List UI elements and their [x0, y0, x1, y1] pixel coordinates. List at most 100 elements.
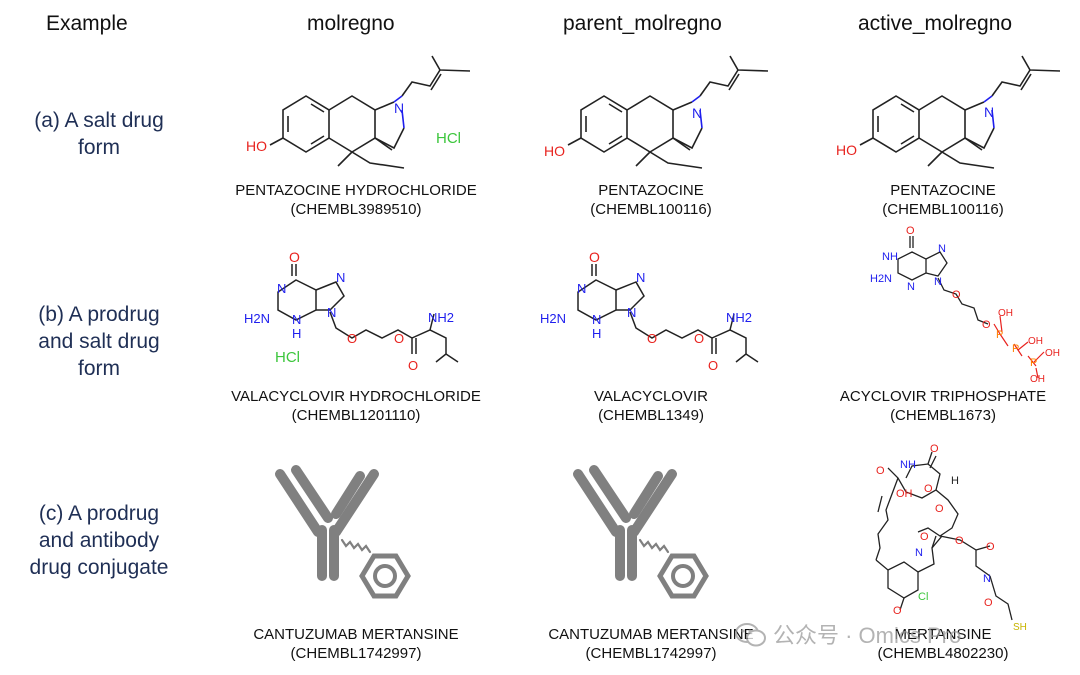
atom-o: O — [920, 531, 929, 543]
caption-mertansine: MERTANSINE (CHEMBL4802230) — [793, 625, 1080, 663]
atom-o: O — [708, 358, 718, 373]
atom-o: O — [289, 249, 300, 265]
compound-name: CANTUZUMAB MERTANSINE — [253, 626, 459, 643]
row-label-line: (a) A salt drug — [34, 109, 164, 132]
atom-o: O — [986, 541, 995, 553]
row-label-b: (b) A prodrug and salt drug form — [8, 301, 190, 382]
antibody-drug-conjugate-icon — [573, 465, 709, 599]
atom-ho: HO — [544, 143, 565, 159]
atom-o: O — [982, 319, 991, 331]
header-active-molregno: active_molregno — [858, 12, 1013, 35]
chembl-id: (CHEMBL1201110) — [291, 407, 421, 424]
compound-name: VALACYCLOVIR HYDROCHLORIDE — [231, 388, 481, 405]
atom-h: H — [951, 475, 959, 487]
row-label-line: drug conjugate — [29, 556, 169, 579]
atom-o: O — [589, 249, 600, 265]
row-label-line: (b) A prodrug — [38, 303, 160, 326]
header-molregno: molregno — [307, 12, 395, 35]
atom-n: N — [592, 312, 601, 327]
caption-valacyclovir-hcl: VALACYCLOVIR HYDROCHLORIDE (CHEMBL120111… — [206, 387, 506, 425]
atom-sh: SH — [1013, 622, 1027, 633]
chembl-id: (CHEMBL1673) — [890, 407, 996, 424]
antibody-drug-conjugate-icon — [275, 465, 411, 599]
atom-o: O — [408, 358, 418, 373]
chembl-id: (CHEMBL100116) — [590, 201, 712, 218]
atom-nh: NH — [900, 459, 916, 471]
atom-nh: NH — [882, 251, 898, 263]
atom-o: O — [906, 225, 915, 237]
watermark: 公众号 · Omics Pro — [735, 618, 961, 650]
atom-cl: Cl — [918, 591, 928, 603]
atom-h2n: H2N — [540, 311, 566, 326]
atom-h: H — [292, 326, 301, 341]
wechat-icon — [735, 623, 766, 647]
atom-n: N — [577, 281, 586, 296]
row-label-line: and salt drug — [38, 330, 160, 353]
atom-h: H — [592, 326, 601, 341]
atom-o: O — [876, 465, 885, 477]
header-parent-molregno: parent_molregno — [563, 12, 722, 35]
atom-n: N — [327, 305, 336, 320]
atom-o: O — [930, 443, 939, 455]
salt-hcl: HCl — [436, 130, 461, 147]
compound-name: ACYCLOVIR TRIPHOSPHATE — [839, 388, 1047, 405]
atom-o: O — [924, 483, 933, 495]
atom-n: N — [984, 104, 994, 120]
caption-cantuzumab-mertansine-parent: CANTUZUMAB MERTANSINE (CHEMBL1742997) — [501, 625, 801, 663]
compound-name: MERTANSINE — [894, 626, 992, 643]
chembl-id: (CHEMBL4802230) — [877, 645, 1009, 662]
header-example: Example — [46, 12, 128, 35]
row-label-c: (c) A prodrug and antibody drug conjugat… — [8, 500, 190, 581]
atom-oh: OH — [896, 488, 913, 500]
atom-n: N — [915, 547, 923, 559]
compound-name: CANTUZUMAB MERTANSINE — [548, 626, 754, 643]
atom-o: O — [955, 535, 964, 547]
atom-o: O — [694, 331, 704, 346]
atom-o: O — [935, 503, 944, 515]
caption-pentazocine-parent: PENTAZOCINE (CHEMBL100116) — [501, 181, 801, 219]
atom-n: N — [692, 105, 702, 121]
atom-n: N — [394, 100, 404, 116]
atom-oh: OH — [998, 308, 1013, 319]
atom-n: N — [938, 243, 946, 255]
atom-p: P — [1012, 343, 1019, 355]
row-label-line: form — [78, 357, 120, 380]
row-label-line: form — [78, 136, 120, 159]
atom-oh: OH — [1030, 374, 1045, 385]
atom-n: N — [336, 270, 345, 285]
atom-n: N — [934, 276, 942, 288]
chembl-id: (CHEMBL1742997) — [290, 645, 422, 662]
atom-o: O — [647, 331, 657, 346]
compound-name: PENTAZOCINE HYDROCHLORIDE — [235, 182, 477, 199]
atom-h2n: H2N — [244, 311, 270, 326]
chembl-id: (CHEMBL1349) — [598, 407, 704, 424]
atom-n: N — [292, 312, 301, 327]
watermark-text: 公众号 · Omics Pro — [773, 623, 962, 648]
caption-pentazocine-hcl: PENTAZOCINE HYDROCHLORIDE (CHEMBL3989510… — [206, 181, 506, 219]
atom-nh2: NH2 — [726, 310, 752, 325]
caption-valacyclovir: VALACYCLOVIR (CHEMBL1349) — [501, 387, 801, 425]
atom-ho: HO — [836, 142, 857, 158]
compound-name: PENTAZOCINE — [890, 182, 996, 199]
caption-acyclovir-triphosphate: ACYCLOVIR TRIPHOSPHATE (CHEMBL1673) — [793, 387, 1080, 425]
atom-oh: OH — [1028, 336, 1043, 347]
atom-h2n: H2N — [870, 273, 892, 285]
atom-n: N — [636, 270, 645, 285]
atom-o: O — [984, 597, 993, 609]
atom-nh2: NH2 — [428, 310, 454, 325]
atom-o: O — [347, 331, 357, 346]
atom-p: P — [1030, 357, 1037, 369]
atom-o: O — [893, 605, 902, 617]
row-label-line: (c) A prodrug — [38, 502, 160, 525]
atom-n: N — [277, 281, 286, 296]
atom-oh: OH — [1045, 348, 1060, 359]
row-label-a: (a) A salt drug form — [8, 107, 190, 161]
salt-hcl: HCl — [275, 349, 300, 366]
